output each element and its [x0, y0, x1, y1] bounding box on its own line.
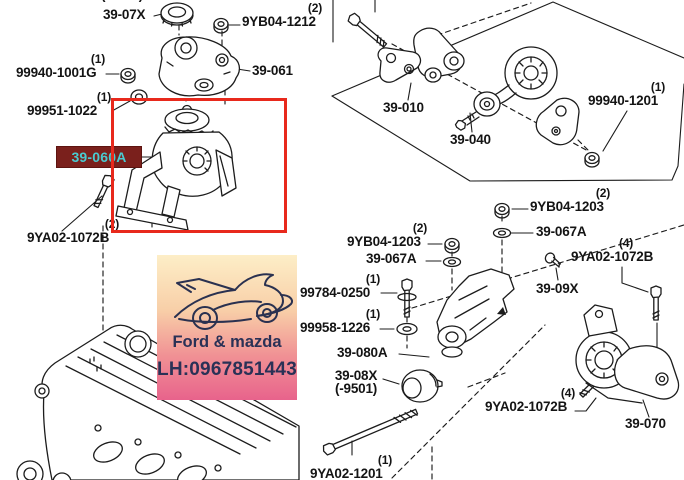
bolt-washer	[397, 292, 417, 302]
qty-label: (1)	[650, 80, 665, 94]
part-number: 9YA02-1072B	[27, 230, 110, 245]
part-number: 39-061	[252, 63, 293, 78]
nut-9YB04-1203-left	[444, 237, 460, 254]
part-label-39-07X: 39-07X	[103, 7, 146, 22]
part-label-99958-1226: (1) 99958-1226	[300, 307, 380, 335]
part-number: 39-07X	[103, 7, 146, 22]
part-label-39-067A-left: 39-067A	[366, 251, 417, 266]
part-number: 39-070	[625, 416, 666, 431]
qty-label: (4)	[618, 236, 634, 250]
seller-watermark: Ford & mazda LH:0967851443	[157, 255, 297, 400]
part-label-39-067A-right: 39-067A	[536, 224, 587, 239]
part-number: 99784-0250	[300, 285, 371, 300]
part-number: 39-080A	[337, 345, 388, 360]
part-number: 39-010	[383, 100, 424, 115]
nut-9YB04-1212	[213, 17, 229, 34]
qty-label: (1)	[96, 90, 111, 104]
washer-99958-1226	[396, 322, 418, 336]
part-number: 99940-1001G	[16, 65, 97, 80]
part-number: 9YA02-1072B	[485, 399, 568, 414]
watermark-brand-text: Ford & mazda	[172, 333, 282, 351]
bracket-39-080A-drawing	[436, 268, 515, 358]
part-number: 39-067A	[536, 224, 587, 239]
bushing-39-08X-drawing	[401, 369, 443, 403]
model-range: (-9501)	[334, 381, 378, 396]
sports-car-icon	[174, 273, 293, 330]
part-number: 9YA02-1201	[310, 466, 383, 480]
part-label-9501-top: (-9501)	[92, 0, 152, 1]
nut-99940-1201	[584, 151, 600, 168]
qty-label: (2)	[307, 1, 322, 15]
part-number: 9YB04-1203	[530, 199, 604, 214]
part-label-9YA02-1072B-bottom: (4) 9YA02-1072B	[485, 386, 575, 414]
part-label-39-09X: 39-09X	[536, 281, 579, 296]
part-label-99940-1201: (1) 99940-1201	[588, 80, 665, 108]
bolt-9YA02-1201	[322, 408, 419, 456]
washer-39-067A-right	[492, 227, 512, 239]
part-label-99784-0250: (1) 99784-0250	[300, 272, 380, 300]
clip-39-09X	[544, 252, 562, 268]
part-label-39-061: 39-061	[252, 63, 293, 78]
nut-9YB04-1203-right	[494, 202, 510, 219]
nut-99940-1001G	[120, 67, 136, 84]
qty-label: (1)	[365, 272, 380, 286]
part-label-9YB04-1212: (2) 9YB04-1212	[242, 1, 322, 29]
engine-mount-39-070-drawing	[575, 304, 680, 404]
washer-39-067A-left	[442, 256, 462, 268]
part-label-39-08X: 39-08X (-9501)	[327, 368, 385, 396]
bracket-39-010-drawing	[377, 27, 465, 83]
part-number: 39-040	[450, 132, 491, 147]
part-label-9YB04-1203-left: (2) 9YB04-1203	[347, 221, 427, 249]
highlighted-part-label-39-060A: 39-060A	[56, 146, 142, 168]
seal-ring-39-07X	[160, 2, 194, 27]
part-number: 9YB04-1212	[242, 14, 316, 29]
part-number: (-9501)	[92, 0, 152, 1]
watermark-phone-text: LH:0967851443	[157, 359, 297, 380]
bolt-99784-0250	[401, 278, 413, 318]
qty-label: (2)	[412, 221, 427, 235]
mount-cap-39-061	[158, 36, 241, 97]
part-label-9YB04-1203-right: (2) 9YB04-1203	[530, 186, 610, 214]
part-label-39-080A: 39-080A	[337, 345, 388, 360]
qty-label: (4)	[560, 386, 575, 400]
part-label-39-010: 39-010	[383, 100, 424, 115]
part-label-9YA02-1072B-left: (2) 9YA02-1072B	[27, 217, 119, 245]
qty-label: (1)	[365, 307, 380, 321]
part-number: 39-067A	[366, 251, 417, 266]
part-number: 99958-1226	[300, 320, 371, 335]
part-label-39-070: 39-070	[625, 416, 666, 431]
part-label-9YA02-1072B-upper-right: (4) 9YA02-1072B	[571, 236, 681, 264]
qty-label: (1)	[377, 453, 392, 467]
part-number: 99951-1022	[27, 103, 98, 118]
part-label-9YA02-1201: (1) 9YA02-1201	[310, 453, 392, 480]
part-number: 39-09X	[536, 281, 579, 296]
stay-bracket-drawing	[535, 97, 580, 146]
qty-label: (1)	[90, 52, 105, 66]
bolt-top-right	[347, 12, 388, 49]
part-label-99940-1001G: (1) 99940-1001G	[16, 52, 105, 80]
leader-lines	[61, 0, 650, 456]
part-number: 39-08X	[334, 368, 378, 383]
part-number: 9YA02-1072B	[571, 249, 654, 264]
torque-rod-39-040-drawing	[454, 46, 558, 131]
grommet-99951-1022	[130, 89, 148, 105]
part-number: 9YB04-1203	[347, 234, 421, 249]
engine-mount-39-060A-drawing	[115, 104, 237, 231]
bolt-9YA02-1072B-left	[93, 174, 115, 209]
part-label-99951-1022: (1) 99951-1022	[27, 90, 111, 118]
part-label-39-040: 39-040	[450, 132, 491, 147]
part-number: 99940-1201	[588, 93, 659, 108]
qty-label: (2)	[104, 217, 119, 231]
bolt-9YA02-1072B-upper-right	[650, 285, 662, 321]
qty-label: (2)	[595, 186, 610, 200]
engine-drawing	[16, 324, 300, 480]
